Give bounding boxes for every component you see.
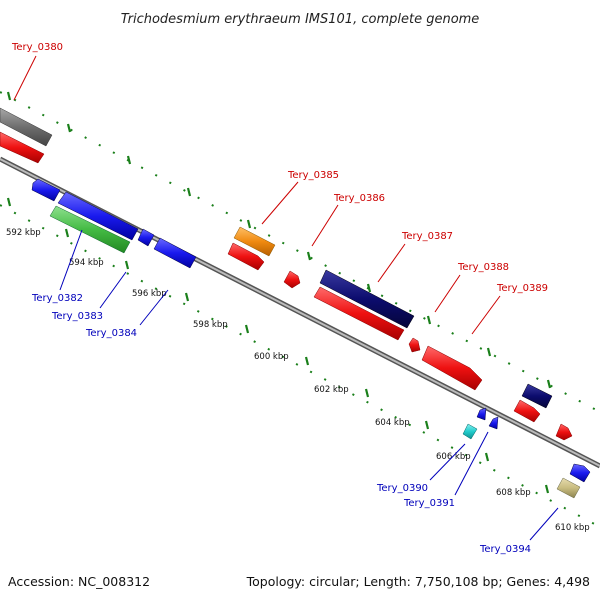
leader-line xyxy=(13,55,37,101)
gene-blue-small-feature[interactable] xyxy=(137,228,155,247)
gene-navy-small-feature[interactable] xyxy=(521,383,553,409)
gene-labels-red: Tery_0380 Tery_0385 Tery_0386 Tery_0387 … xyxy=(11,42,548,294)
leader-line xyxy=(377,243,406,283)
leader-line xyxy=(59,229,83,291)
gene-label-tery-0390[interactable]: Tery_0390 xyxy=(376,483,428,494)
gene-label-tery-0394[interactable]: Tery_0394 xyxy=(479,544,531,555)
gene-label-tery-0386[interactable]: Tery_0386 xyxy=(333,193,385,204)
kbp-label: 594 kbp xyxy=(69,258,104,268)
gene-label-tery-0383[interactable]: Tery_0383 xyxy=(51,311,103,322)
gene-tery-0383-feature[interactable] xyxy=(57,191,139,241)
gene-tery-0384-feature[interactable] xyxy=(153,237,197,269)
major-tick xyxy=(544,484,550,494)
kbp-label: 606 kbp xyxy=(436,452,471,462)
kbp-label: 610 kbp xyxy=(555,523,590,533)
leader-line xyxy=(529,507,559,541)
kbp-label: 598 kbp xyxy=(193,320,228,330)
leader-line xyxy=(261,181,299,225)
gene-tery-0380-feature[interactable] xyxy=(0,107,53,147)
gene-label-tery-0388[interactable]: Tery_0388 xyxy=(457,262,509,273)
gene-tery-0387-feature[interactable] xyxy=(319,269,415,329)
leader-lines xyxy=(13,55,559,541)
tick-tracks xyxy=(0,91,600,528)
leader-line xyxy=(429,443,466,481)
gene-tery-0394-feature[interactable] xyxy=(556,477,581,499)
major-tick xyxy=(126,155,132,165)
kbp-label: 604 kbp xyxy=(375,418,410,428)
leader-line xyxy=(311,204,339,247)
gene-label-tery-0384[interactable]: Tery_0384 xyxy=(85,328,137,339)
major-tick xyxy=(244,324,250,334)
leader-line xyxy=(99,271,127,309)
gene-tery-0382-feature[interactable] xyxy=(49,205,131,254)
outer-tick-track xyxy=(0,91,600,413)
major-tick xyxy=(364,388,370,398)
leader-line xyxy=(434,274,461,313)
leader-line xyxy=(454,431,489,496)
gene-blue-feature[interactable] xyxy=(569,463,591,483)
gene-label-tery-0391[interactable]: Tery_0391 xyxy=(403,498,455,509)
major-tick xyxy=(184,292,190,302)
kbp-label: 602 kbp xyxy=(314,385,349,395)
major-ticks xyxy=(6,197,550,494)
major-tick xyxy=(424,420,430,430)
major-tick xyxy=(6,197,12,207)
gene-tery-0391-feature[interactable] xyxy=(488,416,499,430)
major-tick xyxy=(6,91,12,101)
kbp-scale-labels: 592 kbp 594 kbp 596 kbp 598 kbp 600 kbp … xyxy=(6,228,590,533)
kbp-label: 596 kbp xyxy=(132,289,167,299)
gene-label-tery-0380[interactable]: Tery_0380 xyxy=(11,42,63,53)
leader-line xyxy=(471,295,501,335)
gene-red-small-feature[interactable] xyxy=(283,270,301,289)
major-tick xyxy=(546,379,552,389)
kbp-label: 600 kbp xyxy=(254,352,289,362)
major-tick xyxy=(426,315,432,325)
genome-summary-text: Topology: circular; Length: 7,750,108 bp… xyxy=(246,574,590,589)
gene-red-feature[interactable] xyxy=(227,242,265,271)
kbp-label: 592 kbp xyxy=(6,228,41,238)
inner-tick-track xyxy=(0,204,600,528)
major-tick xyxy=(124,260,130,270)
gene-features xyxy=(0,107,591,499)
leader-line xyxy=(139,289,169,326)
gene-label-tery-0382[interactable]: Tery_0382 xyxy=(31,293,83,304)
major-tick xyxy=(246,219,252,229)
major-tick xyxy=(484,452,490,462)
accession-text: Accession: NC_008312 xyxy=(8,574,150,589)
gene-tery-0389-feature[interactable] xyxy=(421,345,483,391)
gene-tery-0390-feature[interactable] xyxy=(462,423,478,440)
gene-red-small-feature[interactable] xyxy=(408,337,421,353)
gene-red-feature[interactable] xyxy=(513,399,541,423)
major-tick xyxy=(64,228,70,238)
gene-labels-blue: Tery_0382 Tery_0383 Tery_0384 Tery_0390 … xyxy=(31,293,531,555)
major-tick xyxy=(186,187,192,197)
major-tick xyxy=(306,251,312,261)
major-tick xyxy=(366,283,372,293)
major-tick xyxy=(66,123,72,133)
gene-red-small-feature[interactable] xyxy=(555,423,573,441)
major-tick xyxy=(304,356,310,366)
outer-major-ticks xyxy=(6,91,552,389)
map-title: Trichodesmium erythraeum IMS101, complet… xyxy=(121,12,480,27)
gene-label-tery-0385[interactable]: Tery_0385 xyxy=(287,170,339,181)
gene-label-tery-0389[interactable]: Tery_0389 xyxy=(496,283,548,294)
gene-blue-tiny-feature[interactable] xyxy=(476,407,487,421)
gene-label-tery-0387[interactable]: Tery_0387 xyxy=(401,231,453,242)
major-tick xyxy=(486,347,492,357)
gene-red-feature[interactable] xyxy=(0,131,45,164)
gene-tery-0385-feature[interactable] xyxy=(233,226,276,257)
gene-red-long-feature[interactable] xyxy=(313,286,405,341)
kbp-label: 608 kbp xyxy=(496,488,531,498)
gene-blue-feature[interactable] xyxy=(31,178,61,202)
